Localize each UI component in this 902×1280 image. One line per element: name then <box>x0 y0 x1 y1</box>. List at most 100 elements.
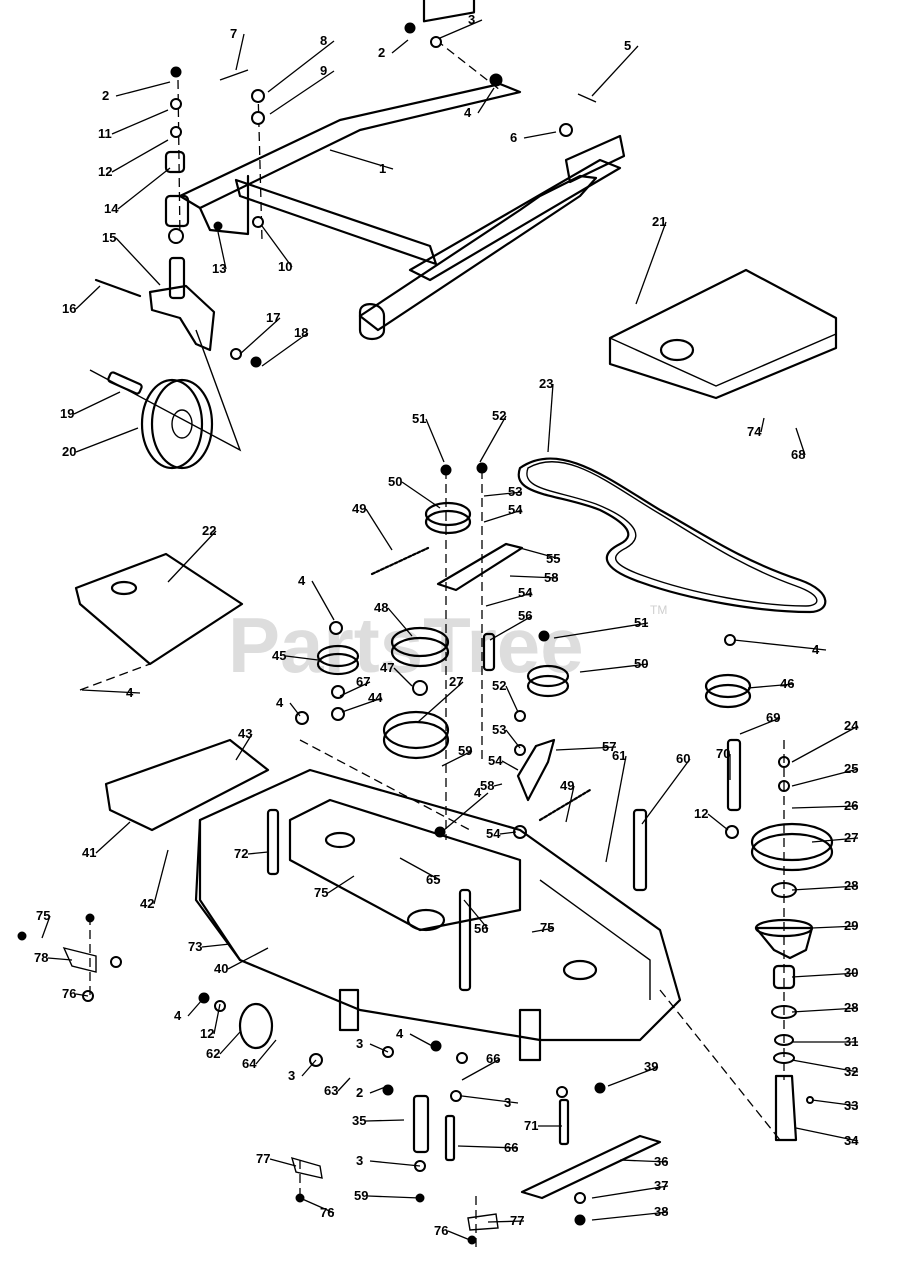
callout-leader <box>261 225 293 268</box>
callout-leader <box>519 547 561 560</box>
callout-leader <box>565 785 575 823</box>
callout-leader <box>219 1031 241 1055</box>
callout-leader <box>641 758 691 825</box>
callout-label: 75 <box>314 885 328 900</box>
callout-leader <box>365 508 393 551</box>
callout-label: 33 <box>844 1098 858 1113</box>
callout-leader <box>791 805 859 809</box>
callout-label: 17 <box>266 310 280 325</box>
callout-label: 22 <box>202 523 216 538</box>
callout-leader <box>591 1211 669 1221</box>
callout-label: 4 <box>474 785 482 800</box>
callout-label: 16 <box>62 301 76 316</box>
hanger-frame <box>177 0 626 341</box>
callout-leader <box>285 655 319 661</box>
callout-leader <box>447 1230 471 1241</box>
callout-leader <box>247 851 269 855</box>
callout-leader <box>425 418 445 463</box>
callout-label: 40 <box>214 961 228 976</box>
callout-label: 35 <box>352 1113 366 1128</box>
callout-leader <box>201 943 231 948</box>
callout-leader <box>607 1066 659 1087</box>
callout-label: 52 <box>492 678 506 693</box>
callout-label: 3 <box>356 1153 363 1168</box>
callout-leader <box>461 1095 519 1104</box>
callout-leader <box>461 1058 501 1081</box>
callout-label: 61 <box>612 748 626 763</box>
upper-hardware <box>168 22 597 368</box>
callout-leader <box>733 639 827 651</box>
callout-label: 54 <box>508 502 523 517</box>
callout-label: 3 <box>356 1036 363 1051</box>
callout-label: 2 <box>102 88 109 103</box>
callout-label: 77 <box>256 1151 270 1166</box>
callout-leader <box>311 580 335 621</box>
callout-leader <box>261 332 309 367</box>
callout-leader <box>441 750 473 767</box>
callout-leader <box>707 813 729 831</box>
callout-label: 36 <box>654 1154 668 1169</box>
mower-deck <box>62 738 781 1231</box>
callout-label: 26 <box>844 798 858 813</box>
callout-label: 12 <box>200 1026 214 1041</box>
callout-leader <box>811 837 859 843</box>
callout-label: 56 <box>518 608 532 623</box>
callout-leader <box>365 1119 405 1122</box>
callout-label: 38 <box>654 1204 668 1219</box>
callout-label: 7 <box>230 26 237 41</box>
callout-label: 3 <box>468 12 475 27</box>
callout-label: 42 <box>140 896 154 911</box>
callout-label: 53 <box>492 722 506 737</box>
callout-leader <box>795 1127 859 1142</box>
callout-leader <box>477 87 495 114</box>
callout-label: 50 <box>388 474 402 489</box>
callout-label: 47 <box>380 660 394 675</box>
callout-leader <box>367 1195 421 1199</box>
callout-label: 4 <box>126 685 134 700</box>
callout-label: 76 <box>320 1205 334 1220</box>
callout-label: 3 <box>504 1095 511 1110</box>
callout-label: 20 <box>62 444 76 459</box>
drive-belt <box>517 457 827 614</box>
callout-leader <box>339 681 371 697</box>
callout-label: 12 <box>694 806 708 821</box>
belt-shield <box>74 552 244 691</box>
callout-label: 76 <box>62 986 76 1001</box>
callout-label: 75 <box>540 920 554 935</box>
callout-label: 25 <box>844 761 858 776</box>
callout-leader <box>591 45 639 97</box>
callout-label: 78 <box>34 950 48 965</box>
callout-label: 57 <box>602 739 616 754</box>
callout-leader <box>760 417 765 433</box>
caster-wheel-assembly <box>89 150 242 470</box>
callout-label: 48 <box>374 600 388 615</box>
callout-leader <box>523 131 557 139</box>
callout-label: 58 <box>480 778 494 793</box>
callout-leader <box>111 139 169 173</box>
callout-label: 59 <box>458 743 472 758</box>
callout-label: 4 <box>464 105 472 120</box>
callout-label: 12 <box>98 164 112 179</box>
callout-leader <box>489 615 533 641</box>
callout-leader <box>795 427 806 456</box>
callout-label: 64 <box>242 1056 257 1071</box>
callout-leader <box>791 972 859 978</box>
callout-label: 41 <box>82 845 96 860</box>
callout-label: 54 <box>518 585 533 600</box>
callout-label: 71 <box>524 1118 538 1133</box>
callout-leader <box>269 70 335 115</box>
watermark-text: PartsTree <box>228 601 584 689</box>
callout-label: 23 <box>539 376 553 391</box>
callout-label: 67 <box>356 674 370 689</box>
callout-leader <box>73 391 121 415</box>
callout-label: 31 <box>844 1034 858 1049</box>
callout-label: 72 <box>234 846 248 861</box>
callout-label: 45 <box>272 648 286 663</box>
callout-leader <box>341 697 383 713</box>
callout-label: 76 <box>434 1223 448 1238</box>
callout-leader <box>483 509 523 523</box>
callout-leader <box>75 285 101 310</box>
callout-label: 68 <box>791 447 805 462</box>
callout-label: 66 <box>486 1051 500 1066</box>
